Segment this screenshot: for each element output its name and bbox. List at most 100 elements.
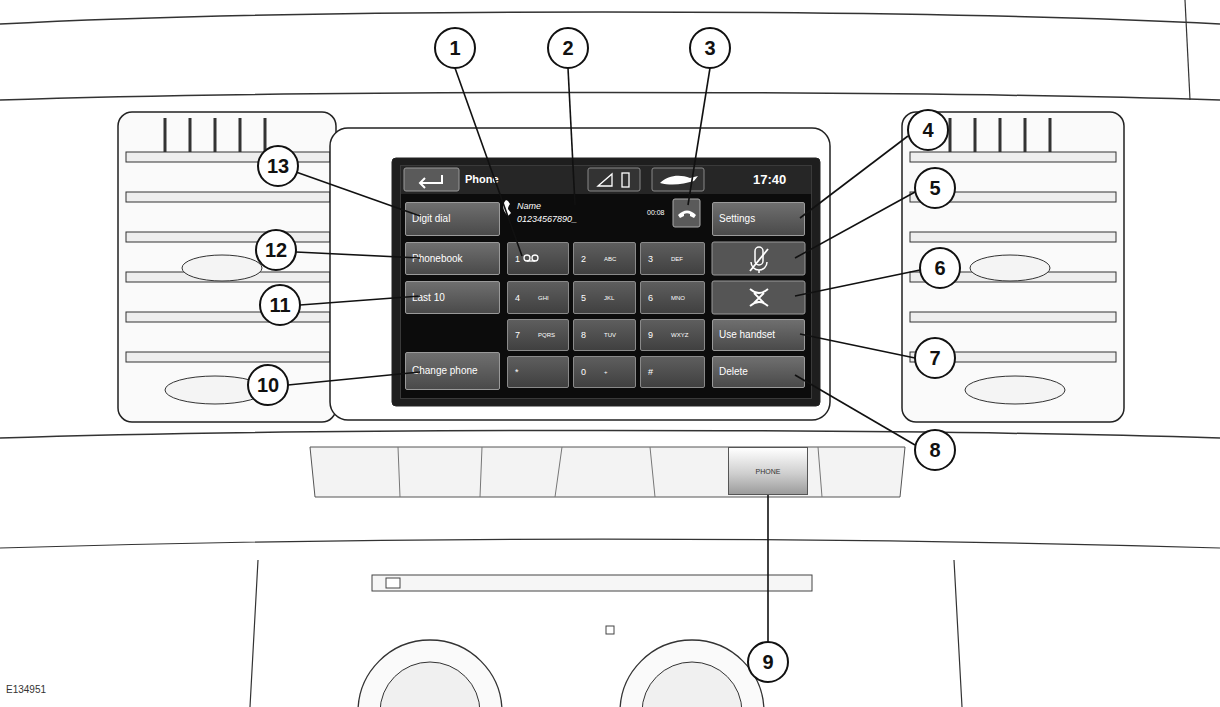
callout-circle [915, 338, 955, 378]
vent-slat [126, 312, 330, 322]
leader-line [795, 375, 915, 445]
voicemail-icon [524, 255, 530, 261]
key-letters: MNO [671, 295, 685, 301]
callout-circle [915, 168, 955, 208]
button-label: Phonebook [412, 253, 495, 265]
key-letters: GHI [538, 295, 549, 301]
status-box [588, 168, 640, 191]
dash-edge [0, 431, 1220, 439]
vent-wheel [965, 376, 1065, 404]
key-digit: 7 [515, 330, 520, 340]
callout-number: 6 [920, 256, 960, 280]
vent-vane [974, 118, 977, 152]
end-call-icon [750, 289, 768, 306]
mute-button [712, 242, 805, 275]
callout-number: 5 [915, 176, 955, 200]
button-label: PHONE [729, 468, 807, 475]
button-divider [818, 447, 822, 497]
soft-button: Change phone [405, 352, 500, 390]
dash-edge [0, 12, 1220, 24]
dash-edge [0, 539, 1220, 548]
leader-line [455, 68, 522, 256]
callout-number: 2 [548, 36, 588, 60]
vent-slat [126, 192, 330, 202]
soft-button: Settings [712, 202, 805, 236]
back-arrow [420, 175, 442, 188]
vent-vane [999, 118, 1002, 152]
key-letters: DEF [671, 256, 683, 262]
keypad-key: * [507, 356, 569, 388]
key-digit: 5 [581, 293, 586, 303]
control-knob [620, 640, 764, 707]
keypad-key: 2ABC [573, 242, 636, 275]
callout-circle [915, 430, 955, 470]
callout-circle [248, 365, 288, 405]
callout-number: 11 [260, 293, 300, 317]
keypad-key: 8TUV [573, 319, 636, 351]
button-strip [310, 447, 905, 497]
callout-circle [920, 248, 960, 288]
callout-circle [258, 146, 298, 186]
vent-slat [126, 352, 330, 362]
callout-number: 3 [690, 36, 730, 60]
key-letters: TUV [604, 332, 616, 338]
vent-vane [164, 118, 167, 152]
dash-edge [1185, 0, 1190, 100]
key-letters: PQRS [538, 332, 555, 338]
end-call-button [712, 281, 805, 314]
air-vent [118, 112, 336, 422]
soft-button: Delete [712, 356, 805, 388]
button-divider [398, 447, 400, 497]
vent-wheel [182, 255, 262, 281]
status-box [652, 168, 704, 191]
leader-line [300, 296, 420, 305]
leader-line [568, 68, 575, 205]
call-timer: 00:08 [647, 209, 665, 216]
control-knob [380, 662, 480, 707]
vent-vane [214, 118, 217, 152]
air-vent [902, 112, 1124, 422]
button-label: Settings [719, 213, 800, 225]
button-divider [480, 447, 482, 497]
back-button [404, 168, 459, 191]
vent-vane [264, 118, 267, 152]
voicemail-icon [527, 260, 535, 261]
voicemail-icon [532, 255, 538, 261]
control-knob [642, 662, 742, 707]
vent-vane [1024, 118, 1027, 152]
callout-number: 1 [435, 36, 475, 60]
leader-line [800, 334, 915, 358]
leader-line [795, 270, 920, 296]
soft-button: Digit dial [405, 202, 500, 236]
microphone-icon [751, 247, 767, 273]
leader-line [288, 372, 420, 385]
vent-slat [910, 232, 1116, 242]
keypad-key: 0+ [573, 356, 636, 388]
callout-circle [256, 230, 296, 270]
leader-line [767, 495, 769, 642]
clock: 17:40 [753, 172, 786, 187]
callout-number: 8 [915, 438, 955, 462]
callout-number: 12 [256, 238, 296, 262]
keypad-key: 9WXYZ [640, 319, 705, 351]
callout-circle [260, 285, 300, 325]
eject-button [386, 578, 400, 588]
vent-vane [239, 118, 242, 152]
leader-line [296, 252, 420, 258]
callout-number: 7 [915, 346, 955, 370]
disc-slot [372, 575, 812, 591]
keypad-key: # [640, 356, 705, 388]
button-label: Delete [719, 366, 800, 378]
hangup-icon [678, 211, 696, 219]
button-divider [555, 447, 562, 497]
button-divider [650, 447, 655, 497]
screen-frame [392, 158, 820, 406]
phone-number: 01234567890_ [517, 214, 577, 224]
callout-number: 4 [908, 118, 948, 142]
key-digit: 4 [515, 293, 520, 303]
contact-name: Name [517, 201, 541, 211]
indicator-light [606, 626, 614, 634]
key-letters: + [604, 369, 608, 375]
keypad-key: 4 GHI [507, 281, 569, 314]
